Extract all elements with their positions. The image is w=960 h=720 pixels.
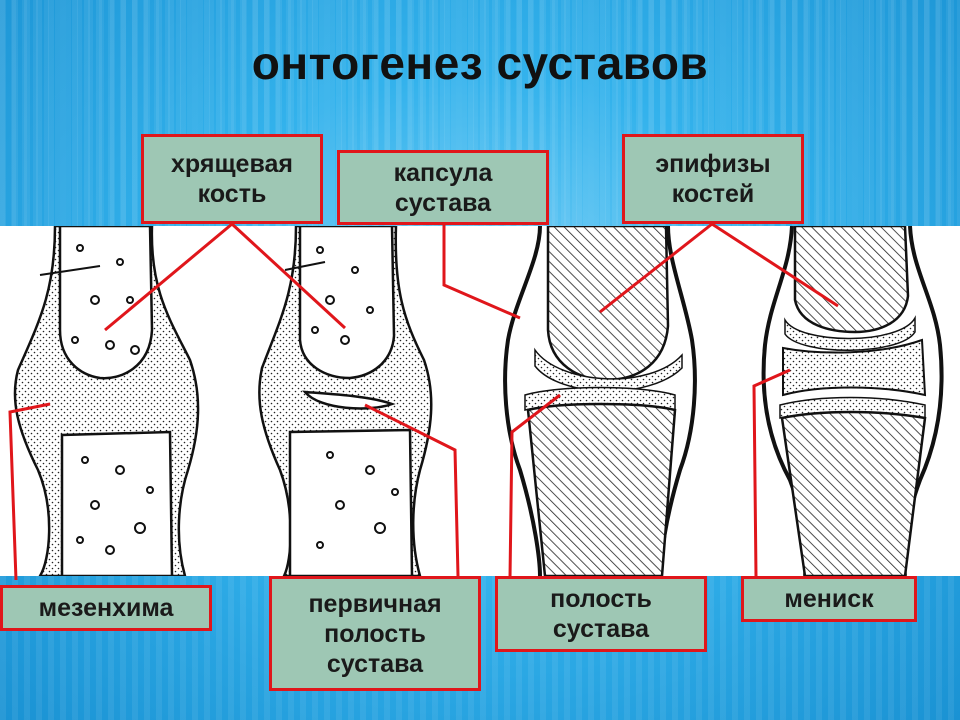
label-meniscus: мениск — [741, 576, 917, 622]
label-joint-cavity: полость сустава — [495, 576, 707, 652]
label-joint-capsule: капсула сустава — [337, 150, 549, 225]
stage-2-primary-cavity — [258, 226, 433, 576]
label-epiphyses: эпифизы костей — [622, 134, 804, 224]
label-cartilage-bone: хрящевая кость — [141, 134, 323, 224]
label-mesenchyme: мезенхима — [0, 585, 212, 631]
stage-1-mesenchyme — [13, 226, 200, 576]
label-primary-cavity: первичная полость сустава — [269, 576, 481, 691]
stage-4-meniscus — [761, 226, 944, 576]
slide-title: онтогенез суставов — [251, 37, 709, 89]
stage-3-joint-cavity — [503, 226, 697, 576]
leader-lines — [8, 222, 839, 581]
